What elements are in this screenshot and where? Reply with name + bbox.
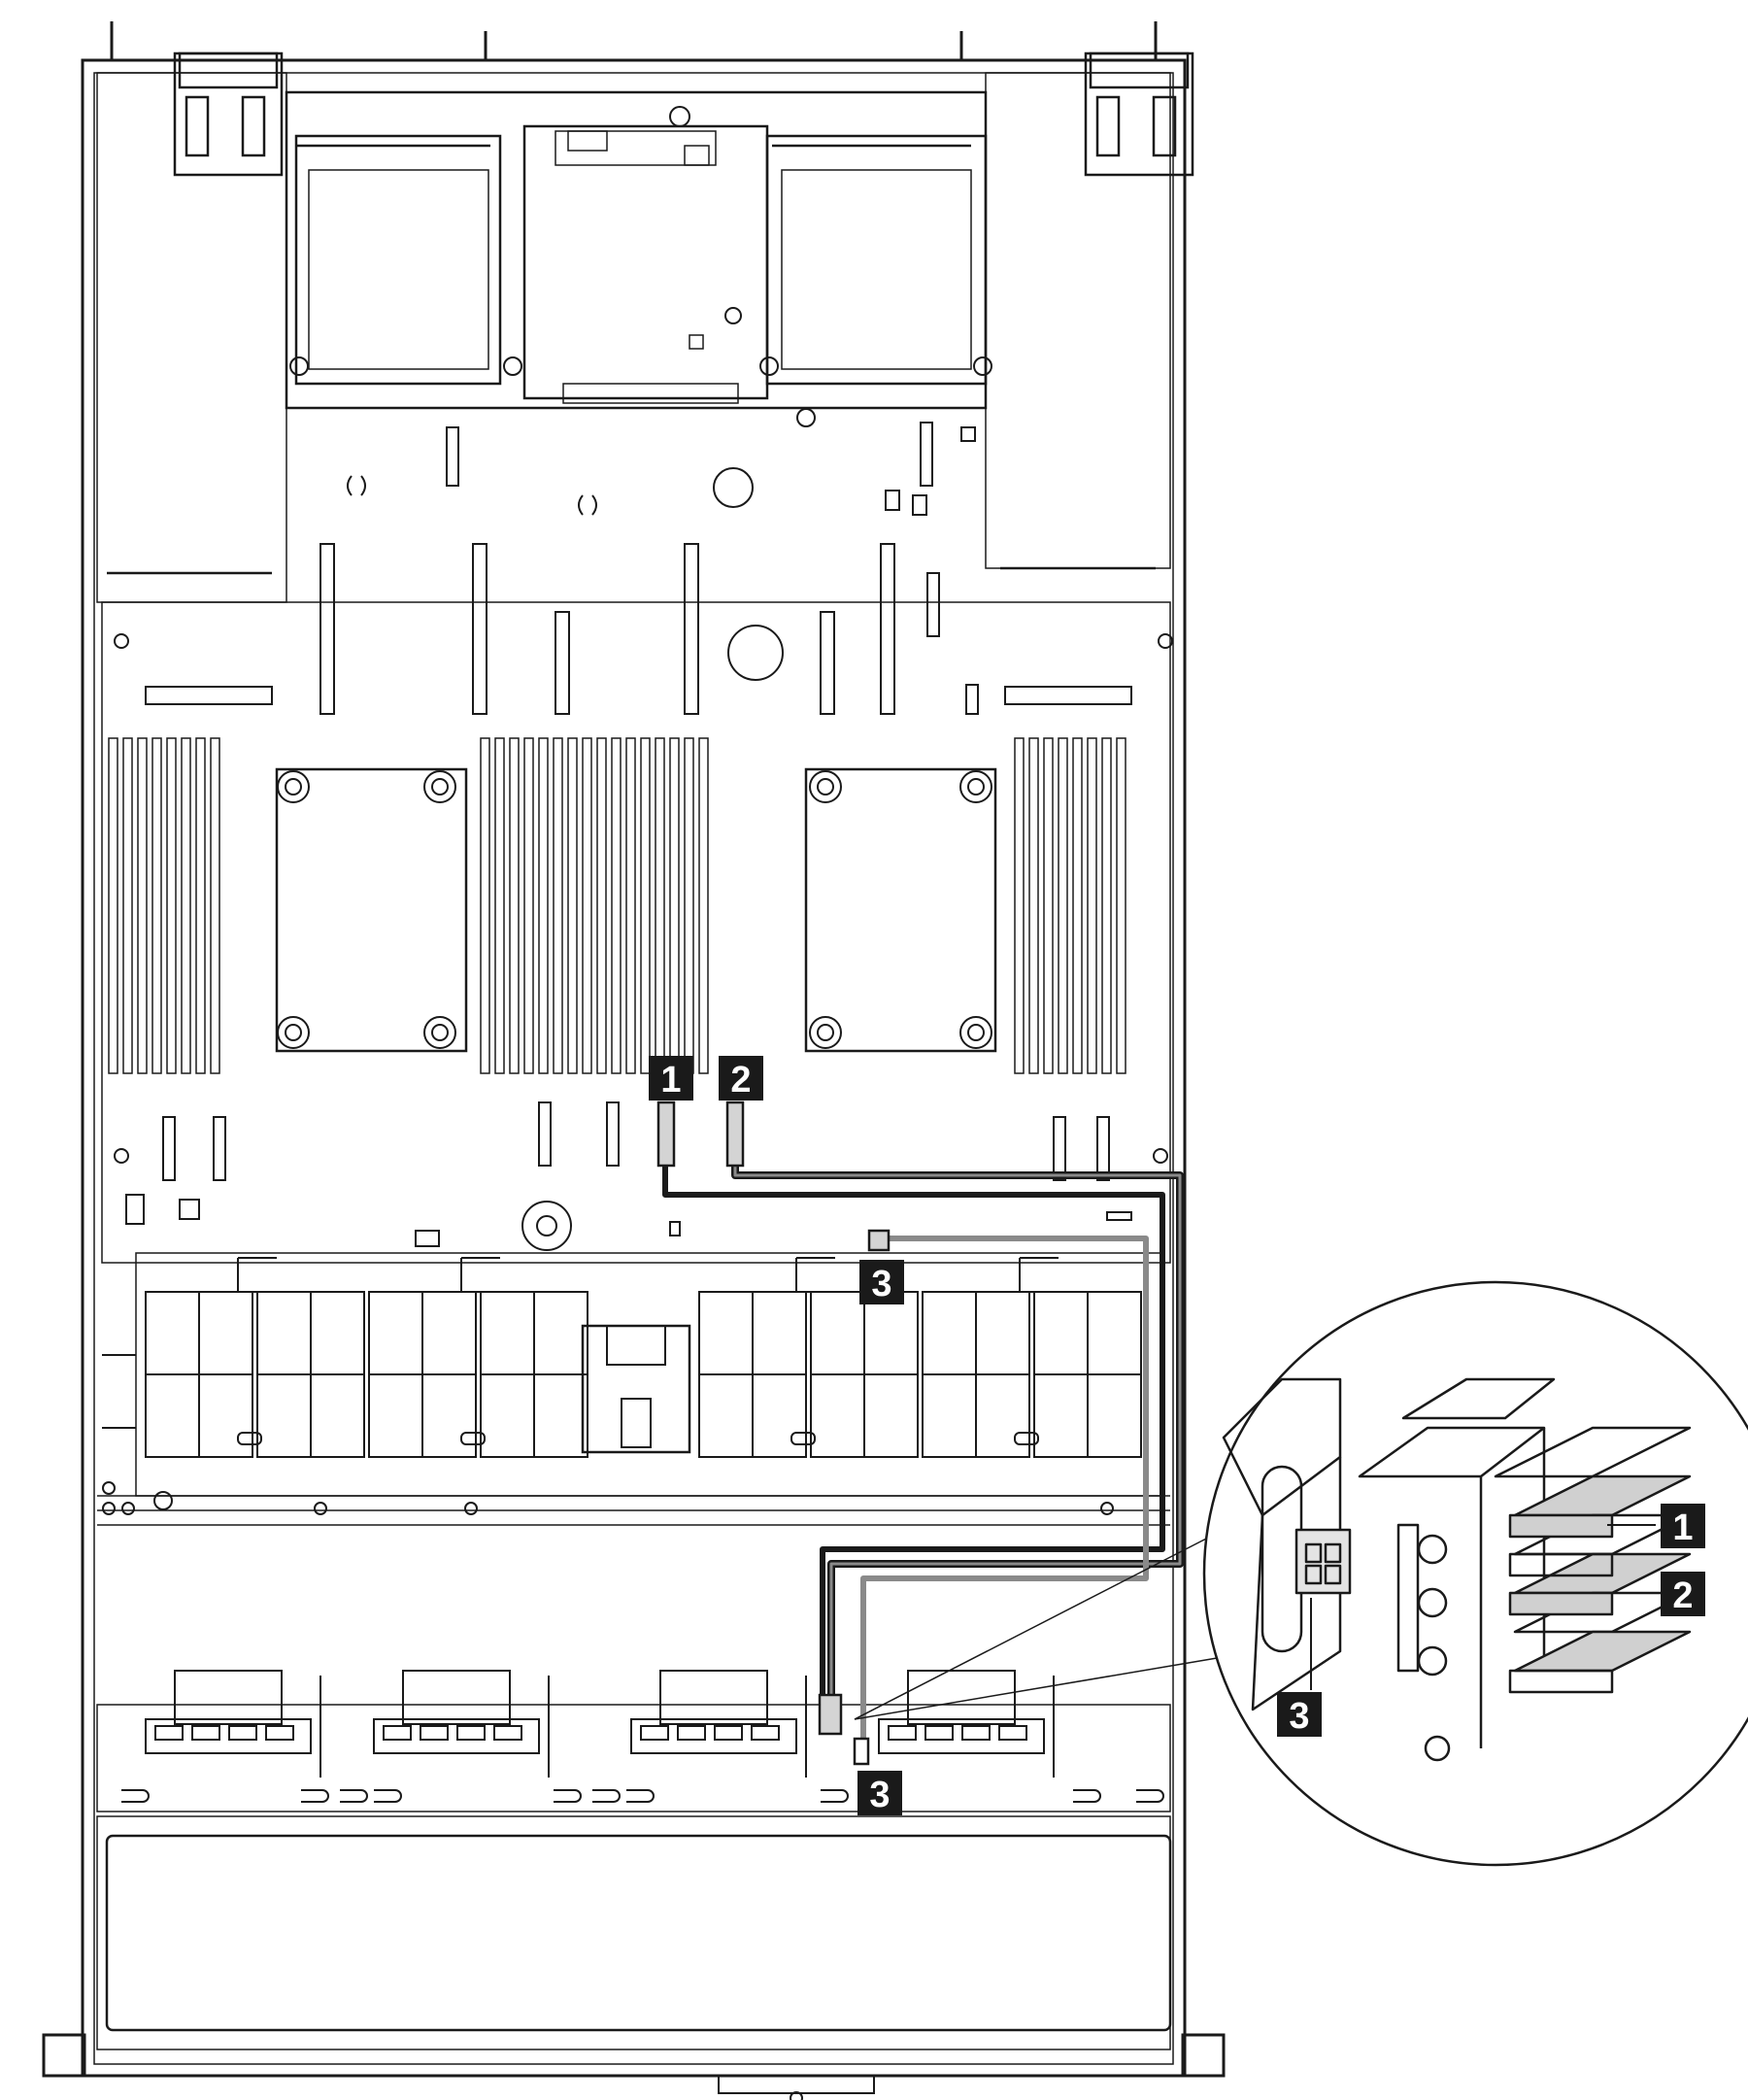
- callout-3-backplane-label: 3: [869, 1775, 890, 1815]
- system-board: [101, 422, 1171, 1264]
- zoom-inset: [1202, 1280, 1748, 1867]
- server-chassis: [42, 21, 1226, 2100]
- cable-3: [860, 1236, 1149, 1746]
- callout-1-zoom-label: 1: [1672, 1507, 1693, 1548]
- zoom-lines: [854, 1534, 1229, 1720]
- connector-2-board: [725, 1101, 745, 1168]
- processor-heatsinks: [275, 767, 997, 1053]
- callout-1-board-label: 1: [660, 1060, 681, 1101]
- drive-backplane-area: [96, 1524, 1172, 2050]
- cable-connectors: [656, 1101, 891, 1766]
- riser-cages: [285, 90, 992, 427]
- callout-3-fan-label: 3: [871, 1264, 891, 1304]
- callout-2-board-label: 2: [730, 1060, 751, 1101]
- connector-3-fan: [867, 1229, 891, 1252]
- dimm-banks: [108, 737, 1126, 1074]
- fan-cage: [97, 1252, 1170, 1515]
- callout-2-zoom-label: 2: [1672, 1575, 1693, 1616]
- callout-2-zoom: 2: [1661, 1572, 1705, 1616]
- callout-1-board: 1: [649, 1056, 693, 1101]
- rear-psu-area: [96, 51, 1194, 603]
- connector-1-board: [656, 1101, 676, 1168]
- board-front-connectors: [114, 633, 1173, 1251]
- cables: [662, 1152, 1184, 1746]
- callout-3-zoom: 3: [1277, 1692, 1322, 1737]
- connector-1-2-backplane: [818, 1693, 843, 1736]
- callout-3-fan: 3: [859, 1260, 904, 1304]
- callout-1-zoom: 1: [1661, 1504, 1705, 1548]
- callout-3-backplane: 3: [857, 1771, 902, 1815]
- callout-2-board: 2: [719, 1056, 763, 1101]
- cable-1: [662, 1153, 1165, 1727]
- callout-3-zoom-label: 3: [1289, 1696, 1309, 1737]
- connector-3-backplane: [853, 1737, 870, 1766]
